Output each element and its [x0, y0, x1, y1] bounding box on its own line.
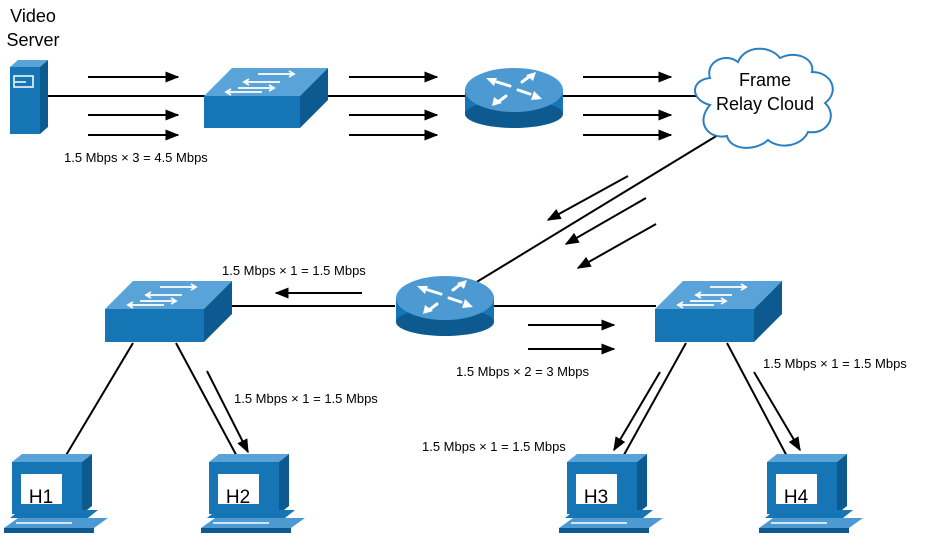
left-switch-icon — [105, 281, 232, 342]
frame-relay-cloud-icon — [694, 47, 834, 149]
flow-arrow — [613, 371, 661, 452]
cloud-label: Frame Relay Cloud — [704, 68, 826, 116]
center-router-icon — [396, 276, 494, 336]
host-label-h1: H1 — [28, 487, 54, 508]
flow-arrow — [564, 197, 647, 245]
flow-arrows — [88, 71, 801, 454]
rate-label-h3: 1.5 Mbps × 1 = 1.5 Mbps — [422, 439, 566, 454]
video-server-icon — [10, 60, 48, 134]
link-cloud-router — [474, 134, 719, 284]
host-h4-icon — [759, 454, 863, 533]
host-h3-icon — [559, 454, 663, 533]
link-right-switch-h3 — [619, 342, 687, 463]
right-switch-icon — [655, 281, 782, 342]
rate-label-left-branch: 1.5 Mbps × 1 = 1.5 Mbps — [222, 263, 366, 278]
link-left-switch-h1 — [61, 342, 134, 463]
link-right-switch-h4 — [726, 342, 791, 463]
cloud-label-line1: Frame — [738, 70, 791, 90]
rate-label-uplink: 1.5 Mbps × 3 = 4.5 Mbps — [64, 150, 208, 165]
rate-label-right-branch: 1.5 Mbps × 2 = 3 Mbps — [456, 364, 589, 379]
link-left-switch-h2 — [175, 342, 241, 463]
video-server-label-line2: Server — [6, 30, 60, 50]
video-server-label: Video Server — [2, 4, 64, 52]
video-server-label-line1: Video — [10, 6, 56, 26]
rate-label-h4: 1.5 Mbps × 1 = 1.5 Mbps — [763, 356, 907, 371]
flow-arrow — [753, 371, 801, 452]
links — [40, 95, 791, 463]
flow-arrow — [576, 223, 657, 269]
host-label-h3: H3 — [583, 487, 609, 508]
top-switch-icon — [204, 68, 328, 128]
host-h2-icon — [201, 454, 305, 533]
top-router-icon — [465, 68, 563, 128]
flow-arrow — [206, 370, 249, 454]
rate-label-h2: 1.5 Mbps × 1 = 1.5 Mbps — [234, 391, 378, 406]
host-h1-icon — [4, 454, 108, 533]
host-label-h4: H4 — [783, 487, 809, 508]
flow-arrow — [546, 175, 629, 221]
cloud-label-line2: Relay Cloud — [715, 94, 815, 114]
host-label-h2: H2 — [225, 487, 251, 508]
